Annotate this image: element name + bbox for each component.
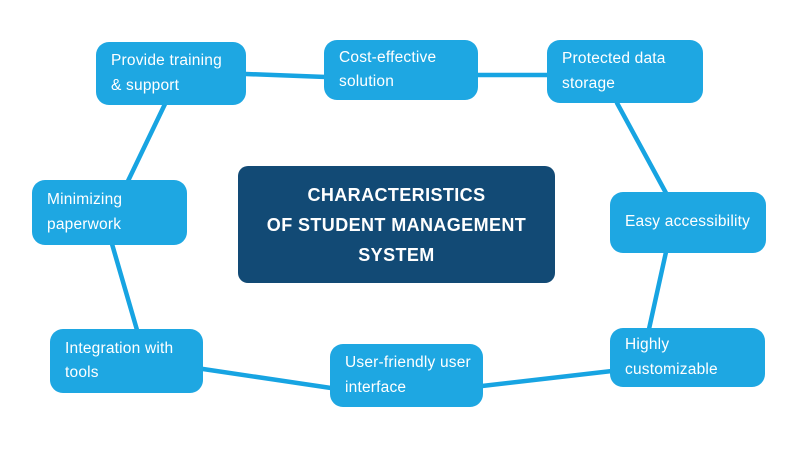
edge-user-friendly-to-integration xyxy=(200,366,334,391)
node-provide-training-support: Provide training & support xyxy=(96,42,246,105)
node-label: Highly customizable xyxy=(625,336,718,378)
node-user-friendly-user-interface: User-friendly user interface xyxy=(330,344,483,407)
node-highly-customizable: Highly customizable xyxy=(610,328,765,387)
diagram-title-line: SYSTEM xyxy=(358,244,435,265)
edge-provide-training-to-cost-effective xyxy=(243,71,329,80)
node-label: Cost-effective solution xyxy=(339,48,437,90)
node-label: Easy accessibility xyxy=(625,213,751,231)
node-cost-effective-solution: Cost-effective solution xyxy=(324,40,478,100)
node-label: Provide training & support xyxy=(111,52,222,94)
node-label: Integration with tools xyxy=(65,339,174,381)
edge-minimizing-paperwork-to-provide-training xyxy=(125,101,168,184)
node-protected-data-storage: Protected data storage xyxy=(547,40,703,103)
diagram-title-line: CHARACTERISTICS xyxy=(307,184,486,205)
diagram-title-line: OF STUDENT MANAGEMENT xyxy=(266,214,527,235)
node-easy-accessibility: Easy accessibility xyxy=(610,192,766,253)
edge-integration-to-minimizing-paperwork xyxy=(109,241,140,333)
node-minimizing-paperwork: Minimizing paperwork xyxy=(32,180,187,245)
node-label: Minimizing paperwork xyxy=(47,191,123,233)
node-label: Protected data storage xyxy=(562,50,666,92)
edge-protected-data-to-easy-accessibility xyxy=(614,100,669,196)
node-integration-with-tools: Integration with tools xyxy=(50,329,203,393)
diagram-title-box: CHARACTERISTICS OF STUDENT MANAGEMENT SY… xyxy=(238,166,555,283)
node-label: User-friendly user interface xyxy=(345,354,471,396)
edge-highly-customizable-to-user-friendly xyxy=(479,368,615,389)
edge-easy-accessibility-to-highly-customizable xyxy=(646,249,669,332)
